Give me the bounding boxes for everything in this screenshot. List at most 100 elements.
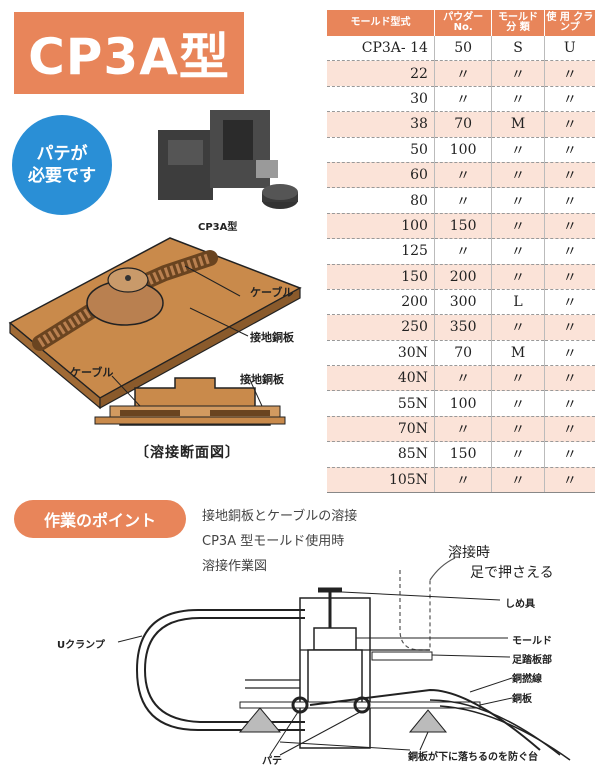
work-point-line-2: CP3A 型モールド使用時 (202, 534, 345, 549)
table-row: 125〃〃〃 (327, 238, 595, 265)
table-cell: 〃 (544, 289, 595, 316)
table-cell: 60 (327, 162, 435, 189)
table-cell: 〃 (491, 441, 545, 468)
title-badge: CP3A型 (14, 12, 244, 94)
table-cell: 30 (327, 86, 435, 113)
label-weld-time: 溶接時 (448, 545, 490, 561)
table-cell: 〃 (544, 467, 595, 494)
header-powder-no: パウダー No. (434, 10, 493, 36)
label-clamp-tool: しめ具 (505, 599, 535, 610)
table-cell: 300 (434, 289, 493, 316)
table-cell: 〃 (544, 238, 595, 265)
work-diagram (117, 557, 571, 761)
work-point-line-3: 溶接作業図 (202, 559, 268, 574)
badge-line-1: パテが (36, 143, 88, 164)
table-cell: 100 (434, 390, 493, 417)
table-cell: M (491, 111, 545, 138)
table-cell: CP3A- 14 (327, 36, 435, 62)
table-cell: 〃 (544, 340, 595, 367)
table-cell: 〃 (491, 60, 545, 87)
label-pedal: 足踏板部 (512, 655, 552, 666)
table-cell: 〃 (491, 390, 545, 417)
photo-caption: CP3A型 (198, 222, 238, 233)
table-row: 40N〃〃〃 (327, 365, 595, 392)
label-stand: 銅板が下に落ちるのを防ぐ台 (408, 752, 538, 763)
table-cell: 〃 (544, 137, 595, 163)
table-row: 30〃〃〃 (327, 86, 595, 113)
label-cable-section: ケーブル (70, 366, 114, 379)
table-cell: 〃 (434, 162, 493, 189)
table-cell: 〃 (491, 314, 545, 341)
table-cell: 〃 (544, 365, 595, 392)
table-cell: 〃 (491, 86, 545, 113)
table-cell: 〃 (491, 365, 545, 392)
table-cell: 〃 (544, 162, 595, 189)
table-cell: 〃 (491, 264, 545, 290)
table-cell: 〃 (434, 86, 493, 113)
table-cell: 〃 (491, 213, 545, 240)
label-cable-top: ケーブル (250, 286, 294, 299)
label-press-foot: 足で押さえる (470, 565, 554, 581)
table-cell: 〃 (434, 60, 493, 87)
table-cell: 〃 (544, 111, 595, 138)
table-row: 22〃〃〃 (327, 60, 595, 87)
table-cell: 70 (434, 340, 493, 367)
table-header-row: モールド型式 パウダー No. モールド 分 類 使 用 クランプ (327, 10, 595, 36)
table-cell: M (491, 340, 545, 367)
header-mold-class: モールド 分 類 (491, 10, 545, 36)
table-cell: 40N (327, 365, 435, 392)
work-point-badge: 作業のポイント (14, 500, 186, 538)
mold-spec-table: モールド型式 パウダー No. モールド 分 類 使 用 クランプ CP3A- … (327, 10, 595, 494)
table-cell: 100 (434, 137, 493, 163)
table-cell: 〃 (544, 86, 595, 113)
table-cell: 30N (327, 340, 435, 367)
badge-line-2: 必要です (28, 166, 96, 186)
table-cell: 22 (327, 60, 435, 87)
section-caption: 〔溶接断面図〕 (135, 445, 240, 461)
table-cell: 〃 (544, 213, 595, 240)
table-cell: 〃 (544, 441, 595, 468)
page-title: CP3A型 (28, 28, 230, 86)
putty-required-badge: パテが 必要です (12, 115, 112, 215)
table-cell: 85N (327, 441, 435, 468)
table-cell: 70 (434, 111, 493, 138)
label-copper-plate: 銅板 (512, 694, 532, 705)
table-cell: 105N (327, 467, 435, 494)
label-copper-wire: 銅撚線 (512, 674, 542, 685)
table-cell: 125 (327, 238, 435, 265)
table-cell: 250 (327, 314, 435, 341)
weld-illustration (8, 237, 302, 426)
label-copper-plate-section: 接地銅板 (240, 373, 284, 386)
table-cell: L (491, 289, 545, 316)
table-cell: 〃 (434, 467, 493, 494)
table-cell: 〃 (491, 187, 545, 214)
table-cell: 〃 (434, 365, 493, 392)
table-cell: 〃 (544, 314, 595, 341)
table-row: 105N〃〃〃 (327, 467, 595, 494)
table-cell: 〃 (434, 187, 493, 214)
table-cell: 55N (327, 390, 435, 417)
table-cell: 350 (434, 314, 493, 341)
label-u-clamp: Uクランプ (57, 640, 105, 651)
table-cell: 70N (327, 416, 435, 443)
table-cell: 〃 (491, 416, 545, 443)
table-cell: 200 (327, 289, 435, 316)
table-cell: 50 (434, 36, 493, 62)
table-cell: 150 (434, 441, 493, 468)
table-cell: 〃 (434, 238, 493, 265)
table-cell: 〃 (544, 416, 595, 443)
table-cell: 〃 (544, 60, 595, 87)
table-cell: 100 (327, 213, 435, 240)
table-cell: 38 (327, 111, 435, 138)
